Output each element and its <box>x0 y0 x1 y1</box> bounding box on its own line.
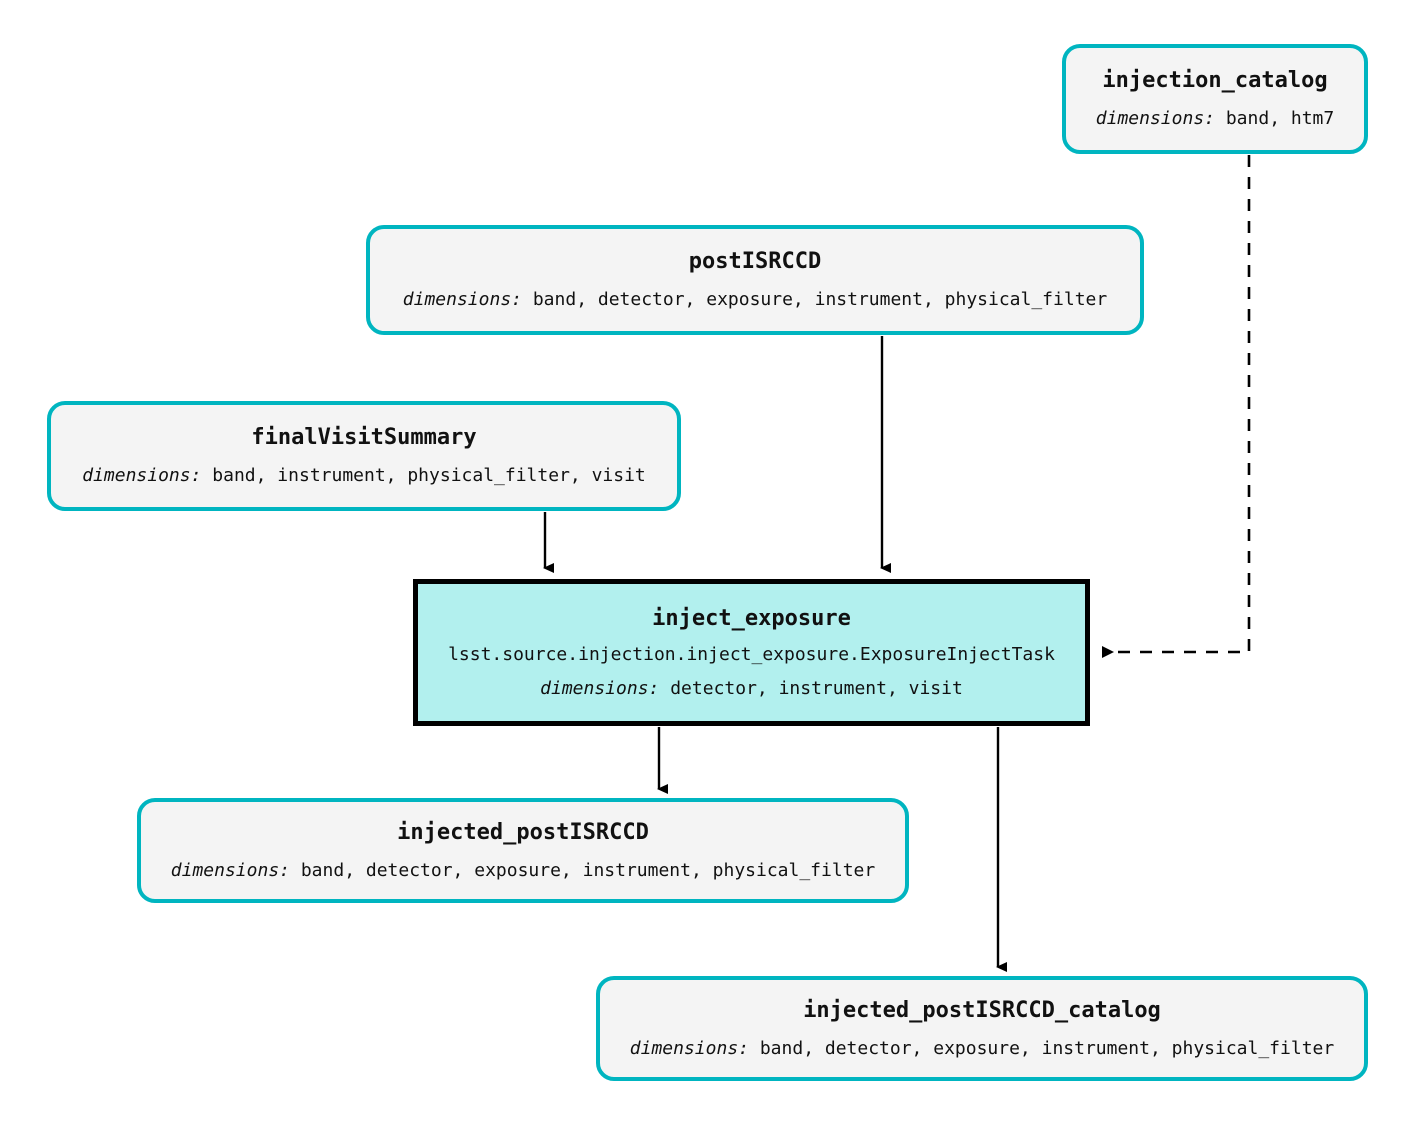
dimensions-label: dimensions: <box>1095 108 1215 130</box>
dimensions-value: band, detector, exposure, instrument, ph… <box>759 1037 1335 1059</box>
dimensions-value: detector, instrument, visit <box>670 677 963 699</box>
dimensions-label: dimensions: <box>170 859 290 881</box>
node-dimensions: dimensions: band, detector, exposure, in… <box>629 1037 1335 1059</box>
node-title: injected_postISRCCD_catalog <box>803 997 1161 1023</box>
node-task-class: lsst.source.injection.inject_exposure.Ex… <box>448 643 1055 665</box>
node-injected-postisrccd[interactable]: injected_postISRCCD dimensions: band, de… <box>137 798 909 903</box>
node-finalvisitsummary[interactable]: finalVisitSummary dimensions: band, inst… <box>47 401 681 511</box>
dimensions-value: band, detector, exposure, instrument, ph… <box>532 289 1108 311</box>
dimensions-value: band, instrument, physical_filter, visit <box>212 465 646 487</box>
node-title: postISRCCD <box>688 249 822 274</box>
dimensions-label: dimensions: <box>402 289 522 311</box>
node-title: inject_exposure <box>652 605 851 631</box>
node-dimensions: dimensions: band, detector, exposure, in… <box>403 290 1107 310</box>
dimensions-label: dimensions: <box>629 1037 749 1059</box>
node-title: finalVisitSummary <box>251 425 477 450</box>
node-postisrccd[interactable]: postISRCCD dimensions: band, detector, e… <box>366 225 1144 335</box>
node-injection-catalog[interactable]: injection_catalog dimensions: band, htm7 <box>1062 44 1368 154</box>
dimensions-label: dimensions: <box>82 465 202 487</box>
node-injected-postisrccd-catalog[interactable]: injected_postISRCCD_catalog dimensions: … <box>596 976 1368 1081</box>
node-dimensions: dimensions: detector, instrument, visit <box>540 677 963 699</box>
node-title: injected_postISRCCD <box>397 819 649 845</box>
dimensions-value: band, htm7 <box>1225 108 1335 130</box>
node-dimensions: dimensions: band, instrument, physical_f… <box>82 466 646 486</box>
node-dimensions: dimensions: band, htm7 <box>1096 109 1334 129</box>
node-title: injection_catalog <box>1102 68 1328 93</box>
dimensions-value: band, detector, exposure, instrument, ph… <box>300 859 876 881</box>
node-dimensions: dimensions: band, detector, exposure, in… <box>170 859 876 881</box>
node-inject-exposure-task[interactable]: inject_exposure lsst.source.injection.in… <box>413 579 1090 726</box>
dimensions-label: dimensions: <box>540 677 660 699</box>
